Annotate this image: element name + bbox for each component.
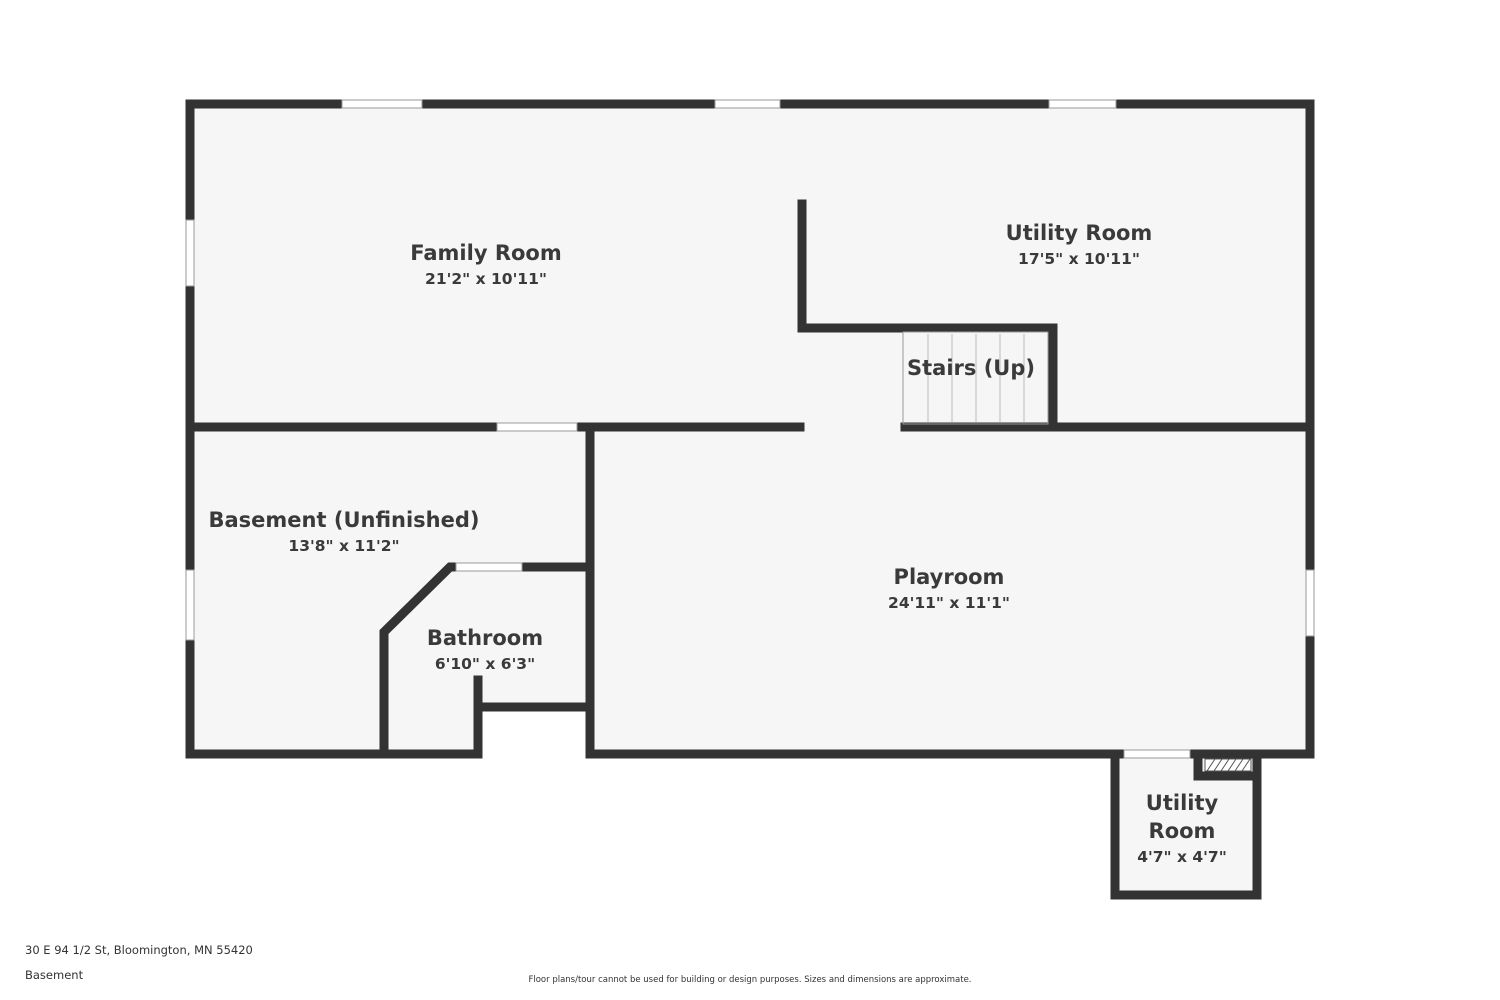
- doorway: [455, 562, 523, 572]
- bathroom-name: Bathroom: [427, 626, 543, 650]
- window: [714, 99, 781, 109]
- window: [185, 219, 195, 287]
- small-utility-dims: 4'7" x 4'7": [1137, 848, 1227, 866]
- level-text: Basement: [25, 968, 84, 982]
- family-room-dims: 21'2" x 10'11": [425, 270, 547, 288]
- stair-treads: [927, 334, 1025, 422]
- doorway: [1123, 749, 1191, 759]
- stairs-outline: [902, 331, 1049, 425]
- hatch-fixture: [1204, 758, 1252, 772]
- small-utility-name-line1: Utility: [1146, 791, 1219, 815]
- windows: [185, 99, 1315, 759]
- small-utility-name-line2: Room: [1149, 819, 1216, 843]
- window: [341, 99, 423, 109]
- playroom-dims: 24'11" x 11'1": [888, 594, 1010, 612]
- disclaimer-text: Floor plans/tour cannot be used for buil…: [528, 975, 972, 985]
- address-text: 30 E 94 1/2 St, Bloomington, MN 55420: [25, 943, 253, 957]
- basement-dims: 13'8" x 11'2": [288, 537, 399, 555]
- window: [185, 569, 195, 641]
- bathroom-dims: 6'10" x 6'3": [435, 655, 535, 673]
- family-room-name: Family Room: [410, 241, 561, 265]
- basement-name: Basement (Unfinished): [209, 508, 480, 532]
- room-labels: Family Room 21'2" x 10'11" Utility Room …: [209, 221, 1227, 866]
- stairs-label: Stairs (Up): [907, 356, 1035, 380]
- playroom-name: Playroom: [894, 565, 1005, 589]
- utility-room-dims: 17'5" x 10'11": [1018, 250, 1140, 268]
- window: [1305, 569, 1315, 637]
- doorway: [496, 422, 578, 432]
- window: [1048, 99, 1117, 109]
- utility-room-name: Utility Room: [1006, 221, 1153, 245]
